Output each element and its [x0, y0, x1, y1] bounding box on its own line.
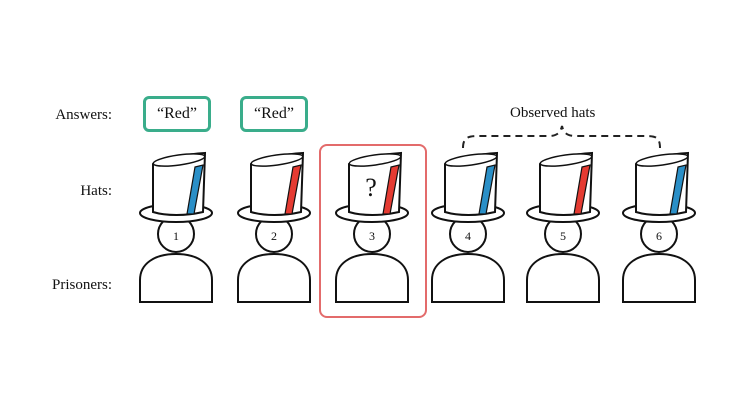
hat-stripe-3 [382, 164, 400, 215]
prisoner-number-4: 4 [465, 229, 471, 243]
answer-text-1: “Red” [157, 105, 197, 122]
hat-stripe-6 [669, 164, 687, 215]
prisoner-number-2: 2 [271, 229, 277, 243]
hat-top-6 [635, 153, 689, 167]
prisoner-body-4 [431, 252, 505, 303]
hat-stripe-4 [478, 164, 496, 215]
prisoner-6: 6 [622, 151, 696, 303]
prisoners-row-label: Prisoners: [52, 277, 112, 293]
hat-top-1 [152, 153, 206, 167]
hats-row-label: Hats: [80, 183, 112, 199]
prisoner-number-5: 5 [560, 229, 566, 243]
prisoner-5: 5 [526, 151, 600, 303]
prisoner-number-3: 3 [369, 229, 375, 243]
observed-hats-label: Observed hats [510, 105, 596, 121]
hat-stripe-5 [573, 164, 591, 215]
answers-row-label: Answers: [55, 107, 112, 123]
hat-top-5 [539, 153, 593, 167]
hat-stripe-1 [186, 164, 204, 215]
answer-text-2: “Red” [254, 105, 294, 122]
prisoner-1: 1 [139, 151, 213, 303]
hat-stripe-2 [284, 164, 302, 215]
prisoner-body-5 [526, 252, 600, 303]
observed-hats-brace [462, 125, 661, 149]
answer-box-2: “Red” [240, 96, 308, 132]
prisoner-4: 4 [431, 151, 505, 303]
unknown-hat-highlight [319, 144, 427, 318]
prisoner-body-2 [237, 252, 311, 303]
prisoner-number-6: 6 [656, 229, 662, 243]
prisoner-body-1 [139, 252, 213, 303]
prisoner-3: 3? [335, 151, 409, 303]
unknown-hat-mark: ? [365, 173, 377, 202]
prisoner-body-3 [335, 252, 409, 303]
prisoner-2: 2 [237, 151, 311, 303]
answer-box-1: “Red” [143, 96, 211, 132]
hat-top-3 [348, 153, 402, 167]
prisoner-number-1: 1 [173, 229, 179, 243]
hat-top-4 [444, 153, 498, 167]
hat-top-2 [250, 153, 304, 167]
prisoner-body-6 [622, 252, 696, 303]
